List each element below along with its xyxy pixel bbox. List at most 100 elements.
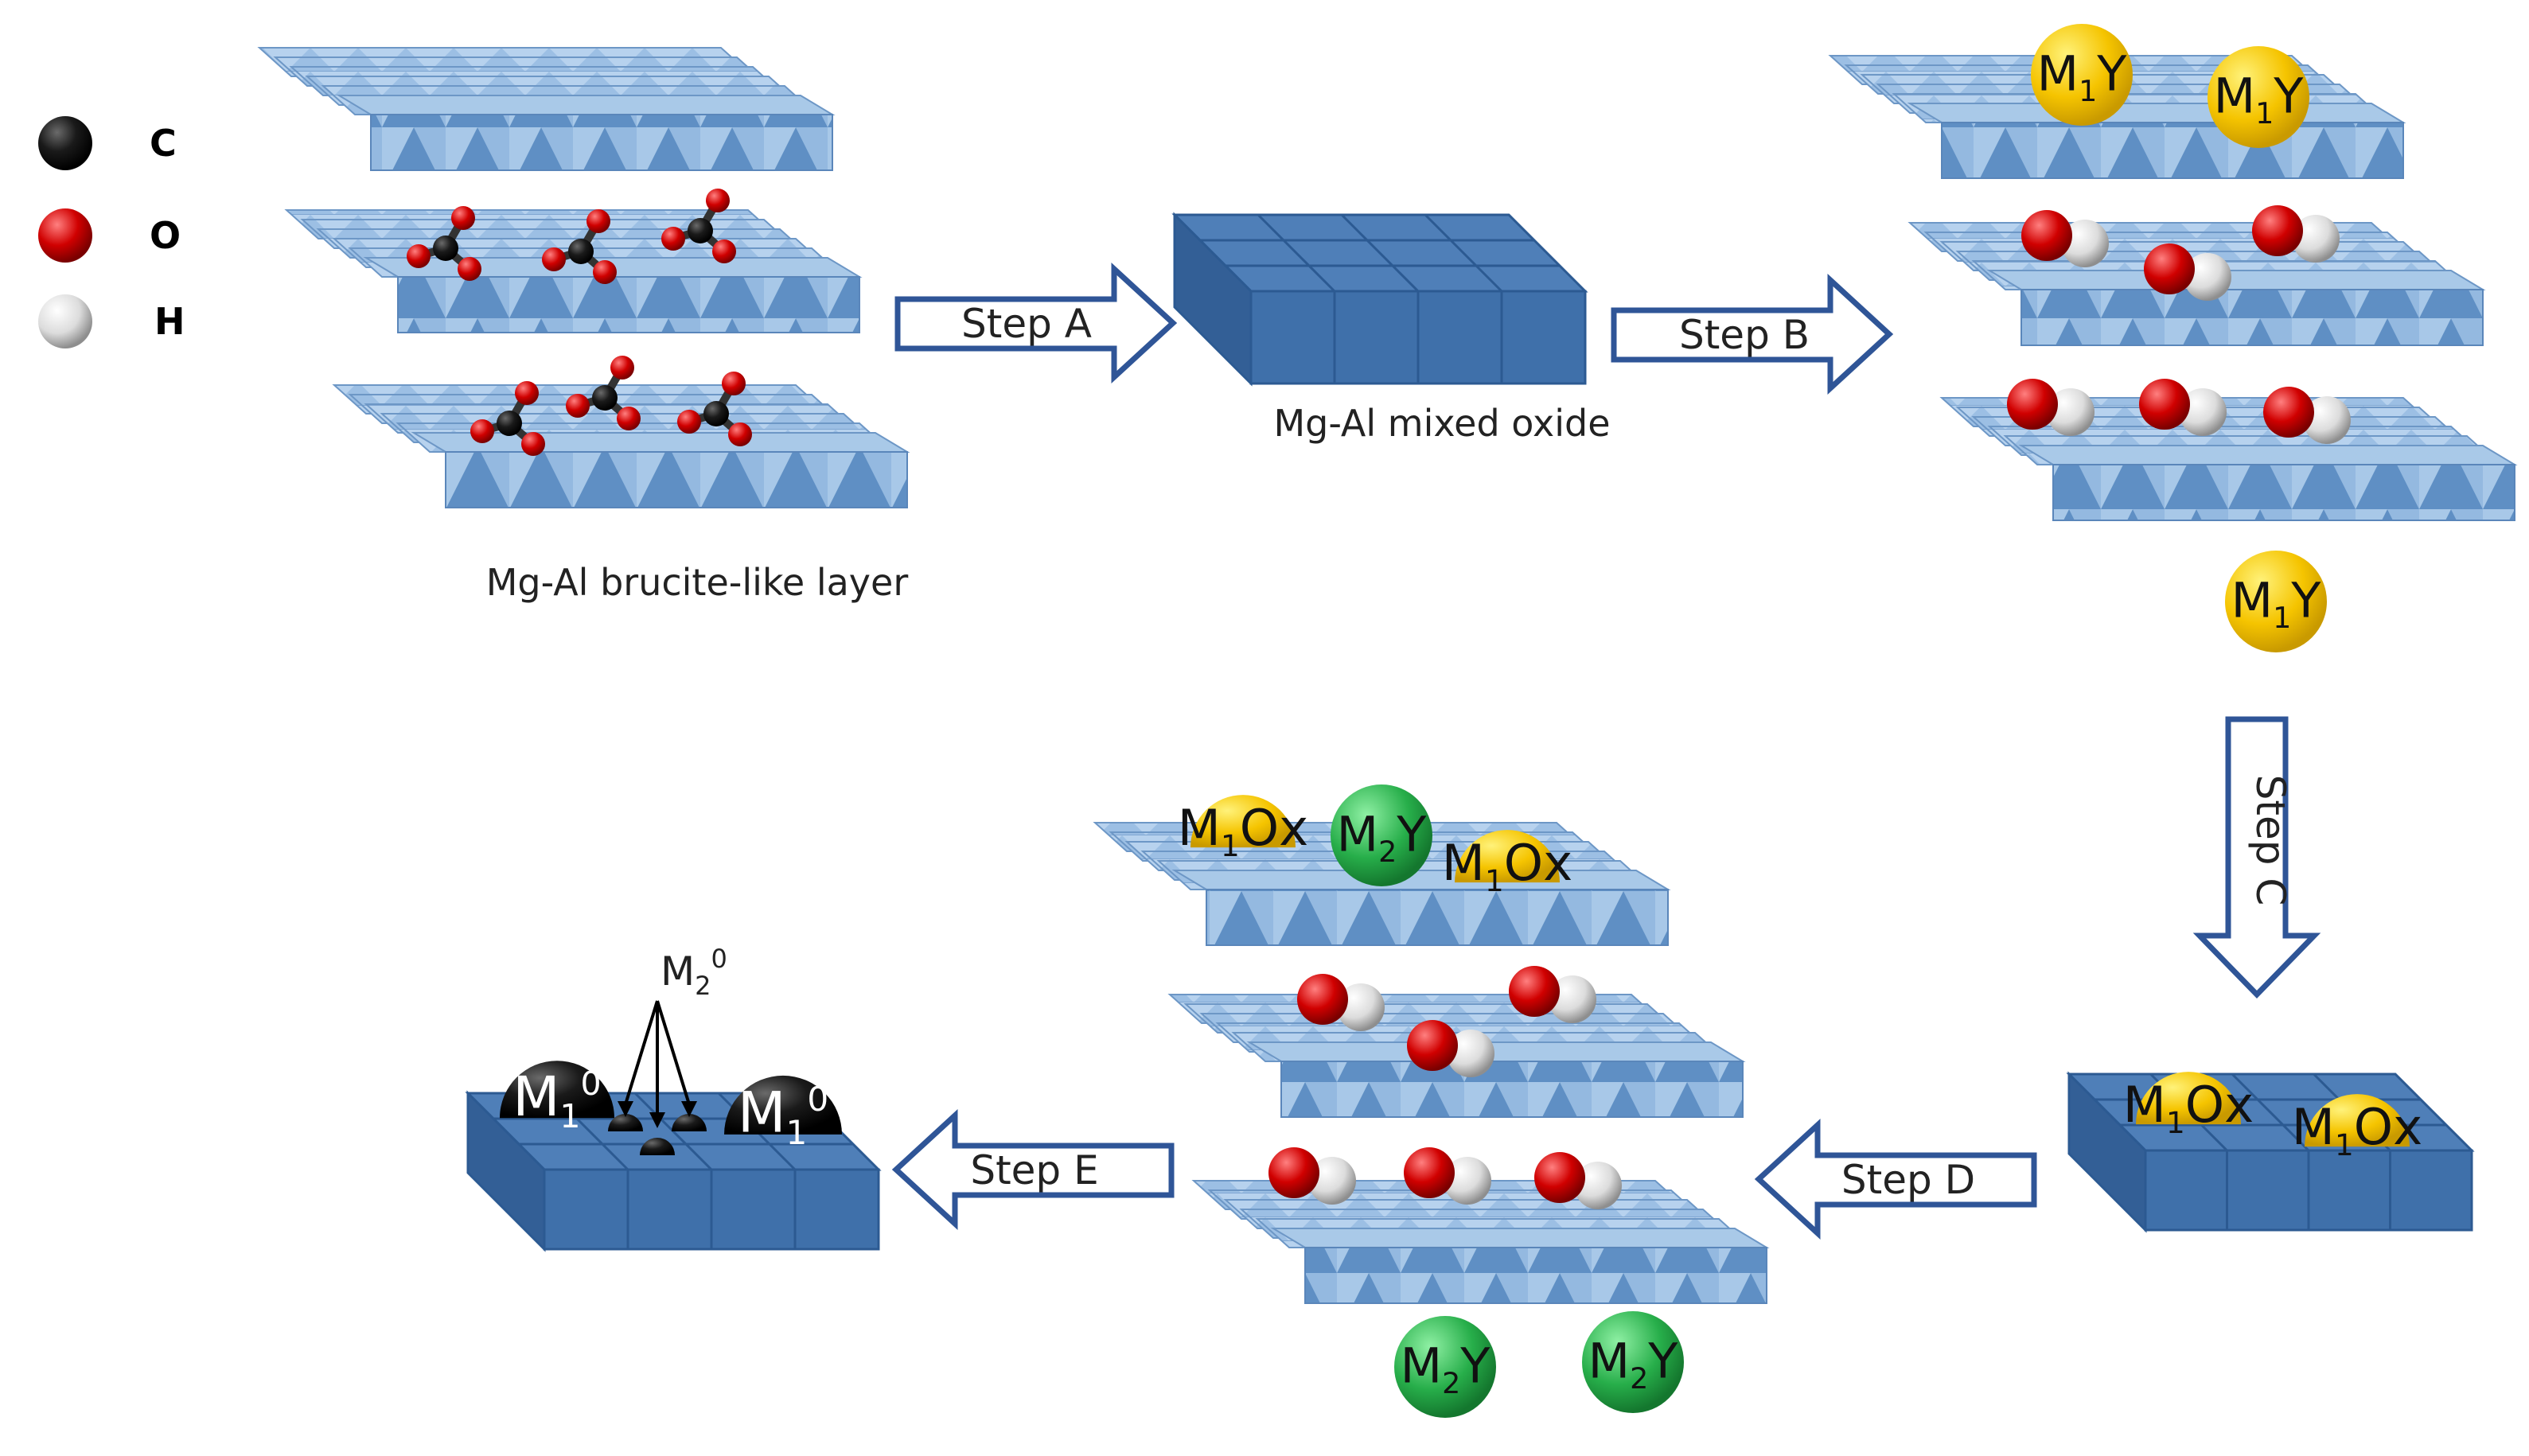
carbonate-molecule	[542, 209, 617, 284]
carbon-legend-atom	[38, 116, 92, 170]
hydrogen-atom	[2047, 388, 2095, 436]
step-c-label: Step C	[2247, 775, 2293, 906]
oxygen-atom	[728, 422, 752, 446]
legend: C O H	[38, 116, 185, 348]
caption-brucite-layer: Mg-Al brucite-like layer	[486, 561, 909, 604]
carbonate-molecule	[407, 206, 481, 281]
hydrogen-atom	[1337, 983, 1385, 1031]
m1y-particle: M1Y	[2208, 46, 2309, 148]
m1-zero-particle: M10	[724, 1075, 842, 1152]
m2-zero-label: M20	[661, 944, 727, 1001]
oxygen-atom	[470, 419, 494, 443]
legend-label-o: O	[150, 214, 181, 257]
svg-text:M2Y: M2Y	[1401, 1338, 1491, 1400]
svg-text:M10: M10	[512, 1065, 601, 1135]
oxygen-atom	[542, 247, 566, 271]
carbon-atom	[568, 239, 594, 264]
svg-text:M1Ox: M1Ox	[1442, 834, 1572, 898]
oxygen-atom	[1268, 1147, 1319, 1198]
oxygen-atom	[2007, 379, 2058, 430]
step-a-label: Step A	[961, 301, 1092, 347]
hydrogen-atom	[2061, 220, 2109, 267]
oxygen-atom	[2021, 210, 2072, 261]
carbonate-molecule	[566, 356, 641, 430]
hydrogen-atom	[1447, 1030, 1494, 1077]
oxygen-atom	[1407, 1020, 1458, 1071]
oxygen-atom	[458, 257, 481, 281]
step-d-arrow: Step D	[1754, 1119, 2037, 1240]
step-d-label: Step D	[1841, 1157, 1975, 1203]
m2-zero-particle	[640, 1138, 675, 1155]
oxygen-atom	[1297, 974, 1348, 1025]
svg-text:M1Ox: M1Ox	[2292, 1098, 2422, 1162]
carbon-atom	[703, 401, 729, 426]
svg-text:M1Y: M1Y	[2037, 46, 2128, 107]
oxygen-atom	[451, 206, 475, 230]
m2y-particle: M2Y	[1394, 1316, 1496, 1418]
hydrogen-atom	[2179, 388, 2227, 436]
svg-text:M1Ox: M1Ox	[2123, 1076, 2254, 1140]
oxygen-atom	[661, 227, 685, 251]
m2-zero-particle	[608, 1114, 643, 1131]
carbon-atom	[592, 385, 618, 411]
oxygen-atom	[586, 209, 610, 233]
hydroxyl-molecule	[1297, 974, 1385, 1031]
oxygen-atom	[677, 410, 701, 434]
m2y-particle: M2Y	[1582, 1311, 1684, 1413]
hydrogen-atom	[1549, 975, 1596, 1023]
step-c-arrow: Step C	[2192, 716, 2321, 999]
svg-text:M2Y: M2Y	[1337, 807, 1428, 868]
oxygen-atom	[515, 381, 539, 405]
step-a-arrow: Step A	[894, 263, 1178, 383]
hydroxyl-molecule	[2007, 379, 2095, 436]
legend-label-c: C	[150, 122, 177, 165]
carbon-atom	[688, 218, 713, 243]
hydroxyl-molecule	[2144, 243, 2231, 301]
svg-text:M10: M10	[738, 1080, 828, 1152]
m1ox-particle: M1Ox	[1442, 830, 1572, 898]
m1y-particle: M1Y	[2225, 551, 2327, 652]
oxygen-atom	[2139, 379, 2190, 430]
caption-mixed-oxide: Mg-Al mixed oxide	[1273, 402, 1610, 445]
carbon-atom	[433, 236, 458, 261]
hydroxyl-molecule	[2021, 210, 2109, 267]
oxygen-atom	[566, 394, 590, 418]
hydroxyl-molecule	[1534, 1152, 1622, 1209]
oxygen-atom	[617, 407, 641, 430]
svg-text:M1Ox: M1Ox	[1178, 799, 1308, 863]
oxygen-legend-atom	[38, 208, 92, 263]
brucite-slab-1	[257, 47, 836, 171]
legend-label-h: H	[154, 300, 185, 343]
hydrogen-legend-atom	[38, 294, 92, 348]
hydrogen-atom	[1444, 1157, 1491, 1205]
m1y-particle: M1Y	[2031, 24, 2133, 126]
carbonate-molecule	[470, 381, 545, 456]
brucite-slab-2	[284, 209, 863, 333]
carbonate-molecule	[661, 189, 736, 263]
oxygen-atom	[722, 372, 746, 395]
hydroxyl-molecule	[1407, 1020, 1494, 1077]
step-b-label: Step B	[1679, 312, 1810, 358]
m1-zero-particle: M10	[500, 1061, 614, 1135]
hydroxyl-molecule	[2263, 387, 2351, 444]
step-e-label: Step E	[970, 1147, 1098, 1193]
m2-zero-annotation: M20	[618, 944, 727, 1128]
hydroxyl-molecule	[1404, 1147, 1491, 1205]
svg-text:M1Y: M1Y	[2231, 573, 2322, 634]
svg-text:M1Y: M1Y	[2214, 68, 2305, 130]
oxygen-atom	[1404, 1147, 1455, 1198]
oxygen-atom	[610, 356, 634, 380]
oxygen-atom	[2144, 243, 2195, 294]
mixed-oxide-block	[1171, 212, 1588, 387]
step-b-arrow: Step B	[1611, 274, 1894, 395]
oxygen-atom	[1509, 966, 1560, 1017]
m1ox-particle: M1Ox	[1178, 795, 1308, 863]
m1ox-particle: M1Ox	[2123, 1072, 2254, 1140]
hydroxyl-molecule	[2252, 205, 2340, 263]
m1ox-particle: M1Ox	[2292, 1094, 2422, 1162]
m2y-particle: M2Y	[1331, 784, 1432, 886]
brucite-slab-3	[332, 384, 910, 508]
oxygen-atom	[712, 239, 736, 263]
hydrogen-atom	[2292, 215, 2340, 263]
